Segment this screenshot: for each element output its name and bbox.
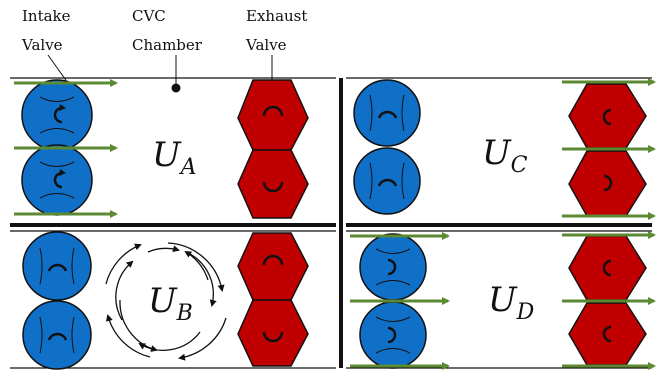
panel-b: UB: [22, 231, 309, 370]
vortex-arrows-icon: [105, 242, 227, 361]
chamber-walls: [10, 77, 652, 369]
rotation-icon: [387, 326, 397, 344]
rotation-icon: [603, 174, 613, 192]
exhaust-valve-a1: [237, 79, 309, 151]
exhaust-valve-c1: [568, 83, 647, 149]
exhaust-valve-b2: [237, 299, 309, 367]
panel-a: UA: [14, 79, 309, 219]
intake-valve-d2: [359, 301, 427, 369]
rotation-icon: [262, 331, 284, 343]
rotation-icon: [377, 178, 398, 187]
chamber-pointer-dot: [171, 83, 181, 93]
exhaust-valve-d2: [568, 302, 647, 366]
label-u-b: UB: [148, 281, 193, 326]
rotation-icon: [602, 325, 612, 343]
rotation-icon: [262, 105, 284, 117]
rotation-icon: [262, 254, 284, 266]
rotation-icon: [387, 258, 397, 276]
exhaust-valve-b1: [237, 232, 309, 301]
rotation-icon: [47, 263, 68, 272]
label-u-c: UC: [482, 133, 528, 178]
label-u-a: UA: [152, 135, 197, 180]
rotation-icon: [377, 110, 398, 119]
rotation-icon: [602, 259, 612, 277]
cvc-chamber-label: CVC Chamber: [132, 7, 203, 54]
exhaust-valve-c2: [568, 150, 647, 217]
rotation-icon: [262, 181, 284, 193]
exhaust-valve-label: Exhaust Valve: [245, 7, 312, 54]
intake-valve-d1: [359, 233, 427, 301]
label-u-d: UD: [488, 280, 535, 325]
rotation-icon: [602, 108, 612, 126]
exhaust-valve-a2: [237, 149, 309, 219]
panel-c: UC: [353, 78, 656, 220]
exhaust-valve-d1: [568, 235, 647, 301]
panel-d: UD: [350, 231, 656, 370]
intake-valve-label: Intake Valve: [21, 7, 75, 54]
intake-valve-a2: [21, 144, 93, 216]
rotation-icon: [47, 332, 68, 341]
intake-valve-a1: [21, 79, 93, 151]
